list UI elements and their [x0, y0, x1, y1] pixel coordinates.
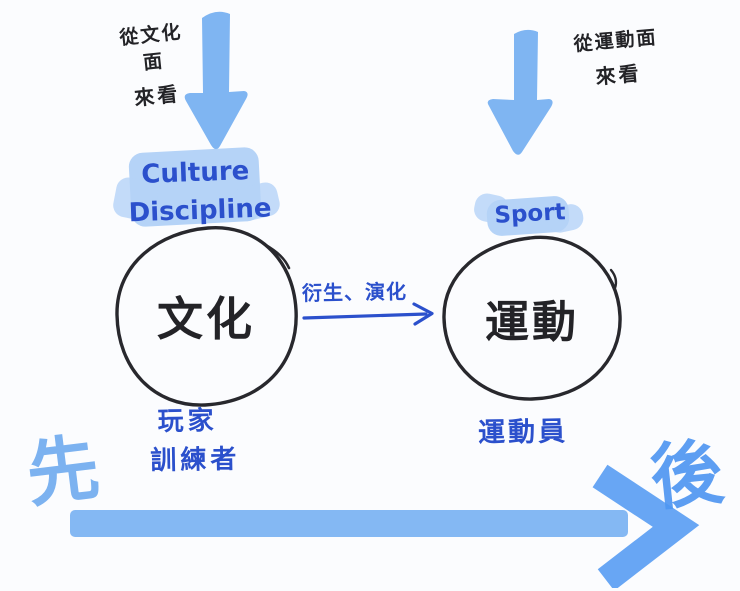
culture-tag: Culture Discipline: [127, 153, 272, 233]
circle-shape: [442, 235, 622, 401]
culture-circle-label: 文化: [157, 292, 255, 346]
role-line: 玩家: [157, 405, 218, 437]
down-arrow-icon: [487, 29, 553, 155]
culture-tag-line: Culture: [140, 156, 250, 190]
note-line: 來看: [594, 60, 643, 89]
note-line: 從運動面: [572, 26, 659, 56]
sport-circle-label: 運動: [485, 297, 579, 348]
sport-tag: Sport: [493, 199, 567, 229]
sport-roles: 運動員: [477, 416, 569, 449]
circle-shape: [115, 226, 298, 407]
right-arrow-icon: [70, 464, 700, 588]
right-arrow-icon: [302, 302, 434, 326]
note-from-sport-view: 從運動面 來看: [569, 22, 664, 92]
down-arrow-icon: [184, 11, 248, 150]
